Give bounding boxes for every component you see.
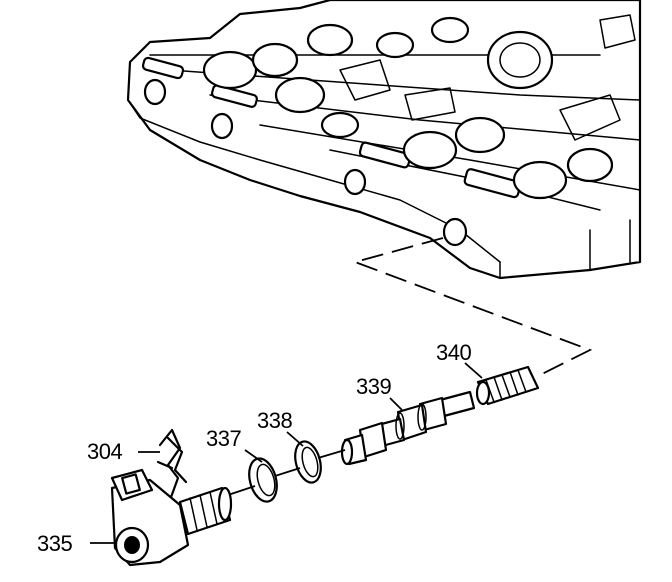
solenoid-icon <box>110 468 233 567</box>
callout-340: 340 <box>436 340 472 365</box>
leader-339 <box>389 397 403 411</box>
leader-337 <box>244 449 263 463</box>
retainer-clip-icon <box>156 428 188 502</box>
callout-337: 337 <box>206 426 242 451</box>
callout-339: 339 <box>356 374 392 399</box>
leader-338 <box>286 431 304 447</box>
callout-335: 335 <box>37 531 73 556</box>
o-ring-icon <box>294 440 322 484</box>
o-ring-icon <box>248 457 278 503</box>
valve-icon <box>340 390 476 466</box>
axis-line <box>221 449 346 498</box>
assembly-path-line <box>352 237 593 376</box>
spring-icon <box>475 365 540 406</box>
callout-304: 304 <box>87 439 123 464</box>
callout-338: 338 <box>257 408 293 433</box>
valve-body <box>126 0 642 280</box>
leader-340 <box>464 362 483 379</box>
